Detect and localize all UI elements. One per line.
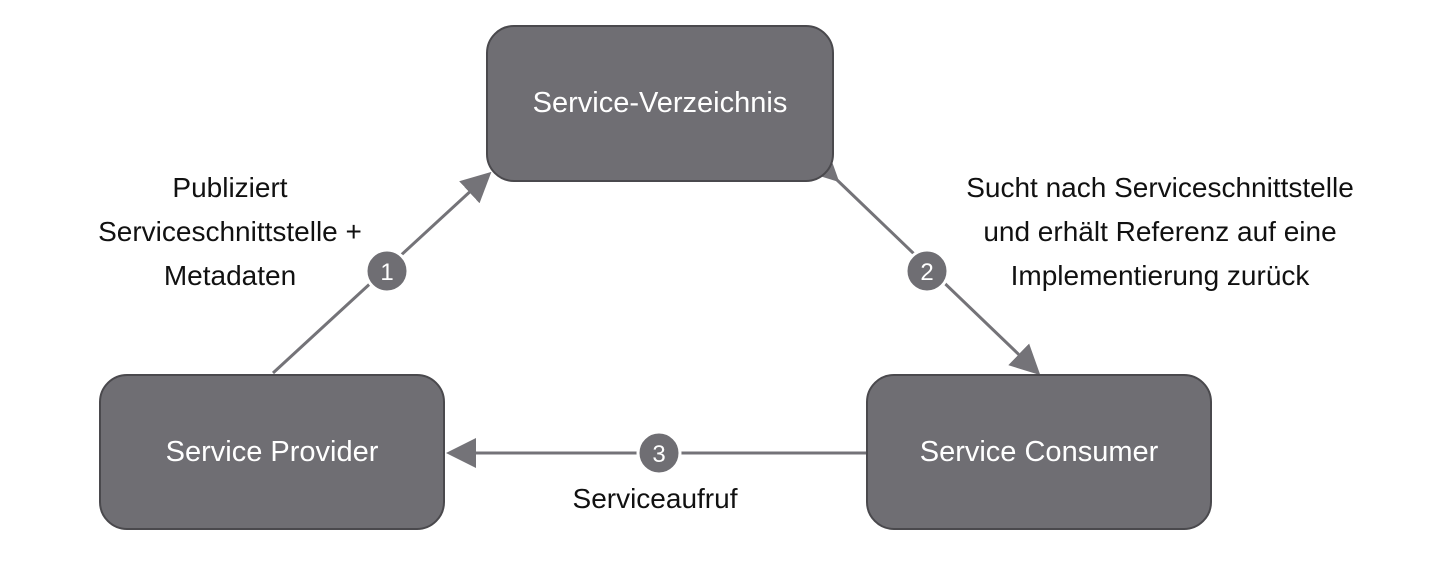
service-consumer-node: Service Consumer [866, 374, 1212, 530]
service-provider-node: Service Provider [99, 374, 445, 530]
step-2-badge: 2 [904, 248, 950, 294]
call-step-line: Serviceaufruf [572, 483, 738, 514]
service-registry-label: Service-Verzeichnis [532, 87, 788, 120]
publish-step-line: Publiziert [172, 172, 288, 203]
service-registry-node: Service-Verzeichnis [486, 25, 834, 182]
step-1-number: 1 [380, 259, 393, 286]
step-3-number: 3 [652, 441, 665, 468]
search-step-line: und erhält Referenz auf eine [983, 216, 1337, 247]
search-step-line: Implementierung zurück [1010, 260, 1310, 291]
publish-step-label: Publiziert Serviceschnittstelle + Metada… [30, 166, 430, 298]
service-provider-label: Service Provider [165, 435, 379, 468]
call-step-label: Serviceaufruf [505, 477, 805, 521]
step-3-badge: 3 [636, 430, 682, 476]
service-consumer-label: Service Consumer [919, 435, 1159, 468]
publish-step-line: Metadaten [163, 260, 297, 291]
step-1-badge: 1 [364, 248, 410, 294]
search-step-label: Sucht nach Serviceschnittstelle und erhä… [880, 166, 1430, 298]
step-2-number: 2 [920, 259, 933, 286]
publish-step-line: Serviceschnittstelle + [98, 216, 362, 247]
search-step-line: Sucht nach Serviceschnittstelle [966, 172, 1354, 203]
